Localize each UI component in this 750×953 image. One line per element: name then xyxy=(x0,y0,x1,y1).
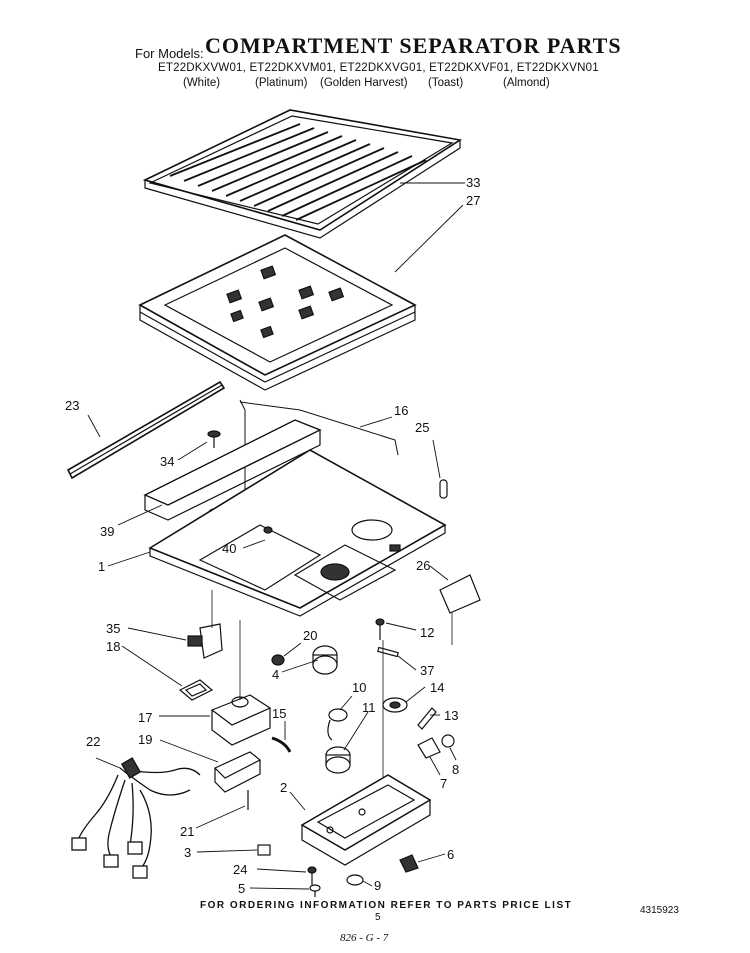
part-15-tube xyxy=(271,736,292,753)
callout-17: 17 xyxy=(138,710,152,725)
callout-40: 40 xyxy=(222,541,236,556)
part-20-clip xyxy=(271,654,285,666)
callout-1: 1 xyxy=(98,559,105,574)
part-13-lamp-socket xyxy=(417,707,437,730)
part-18-gasket xyxy=(178,679,214,701)
callout-14: 14 xyxy=(430,680,444,695)
part-22-harness xyxy=(71,757,201,879)
part-34-screw xyxy=(207,430,221,448)
callout-7: 7 xyxy=(440,776,447,791)
for-models-label: For Models: xyxy=(135,46,204,61)
callout-24: 24 xyxy=(233,862,247,877)
part-35-housing xyxy=(187,623,223,659)
callout-27: 27 xyxy=(466,193,480,208)
callout-23: 23 xyxy=(65,398,79,413)
color-platinum: (Platinum) xyxy=(255,77,308,89)
part-7-socket xyxy=(417,737,441,759)
color-almond: (Almond) xyxy=(503,77,550,89)
part-2-control-box xyxy=(300,774,432,866)
color-toast: (Toast) xyxy=(428,77,464,89)
callout-2: 2 xyxy=(280,780,287,795)
part-4-knob xyxy=(312,645,338,675)
callout-25: 25 xyxy=(415,420,429,435)
part-25-grommet xyxy=(439,479,448,499)
part-11-damper xyxy=(325,746,351,774)
part-9-washer xyxy=(346,874,364,886)
part-19-bracket xyxy=(213,751,262,793)
part-39-bracket xyxy=(143,419,322,522)
callout-8: 8 xyxy=(452,762,459,777)
part-8-bulb xyxy=(441,734,455,748)
callout-37: 37 xyxy=(420,663,434,678)
callout-33: 33 xyxy=(466,175,480,190)
callout-6: 6 xyxy=(447,847,454,862)
callout-26: 26 xyxy=(416,558,430,573)
part-24-screw xyxy=(307,866,317,885)
part-33-grille xyxy=(142,109,463,239)
callout-18: 18 xyxy=(106,639,120,654)
part-27-frame xyxy=(138,234,417,391)
callout-12: 12 xyxy=(420,625,434,640)
callout-34: 34 xyxy=(160,454,174,469)
callout-21: 21 xyxy=(180,824,194,839)
callout-3: 3 xyxy=(184,845,191,860)
part-16-wire xyxy=(239,399,246,515)
callout-20: 20 xyxy=(303,628,317,643)
part-26-foam xyxy=(439,574,481,614)
part-17-control-housing xyxy=(210,694,272,746)
part-37-plate xyxy=(377,646,399,658)
callout-13: 13 xyxy=(444,708,458,723)
callout-19: 19 xyxy=(138,732,152,747)
callout-10: 10 xyxy=(352,680,366,695)
part-6-connector xyxy=(399,854,419,873)
part-14-knob xyxy=(382,697,408,713)
color-white: (White) xyxy=(183,77,221,89)
ordering-note: FOR ORDERING INFORMATION REFER TO PARTS … xyxy=(200,900,573,911)
page-number: 5 xyxy=(375,912,381,923)
part-3-clip xyxy=(257,844,271,856)
document-number: 4315923 xyxy=(640,905,679,916)
model-numbers: ET22DKXVW01, ET22DKXVM01, ET22DKXVG01, E… xyxy=(158,62,599,74)
page-title: COMPARTMENT SEPARATOR PARTS xyxy=(205,33,622,58)
callout-5: 5 xyxy=(238,881,245,896)
part-23-strip xyxy=(66,380,226,480)
callout-15: 15 xyxy=(272,706,286,721)
callout-11: 11 xyxy=(362,700,376,715)
callout-16: 16 xyxy=(394,403,408,418)
handwritten-note: 826 - G - 7 xyxy=(340,932,389,944)
page-header: For Models: COMPARTMENT SEPARATOR PARTS … xyxy=(0,0,750,100)
callout-9: 9 xyxy=(374,878,381,893)
callout-35: 35 xyxy=(106,621,120,636)
callout-39: 39 xyxy=(100,524,114,539)
callout-4: 4 xyxy=(272,667,279,682)
color-golden-harvest: (Golden Harvest) xyxy=(320,77,408,89)
part-1-panel xyxy=(148,449,447,617)
callout-22: 22 xyxy=(86,734,100,749)
part-5-screw xyxy=(309,884,321,897)
part-10-thermostat xyxy=(327,708,348,741)
